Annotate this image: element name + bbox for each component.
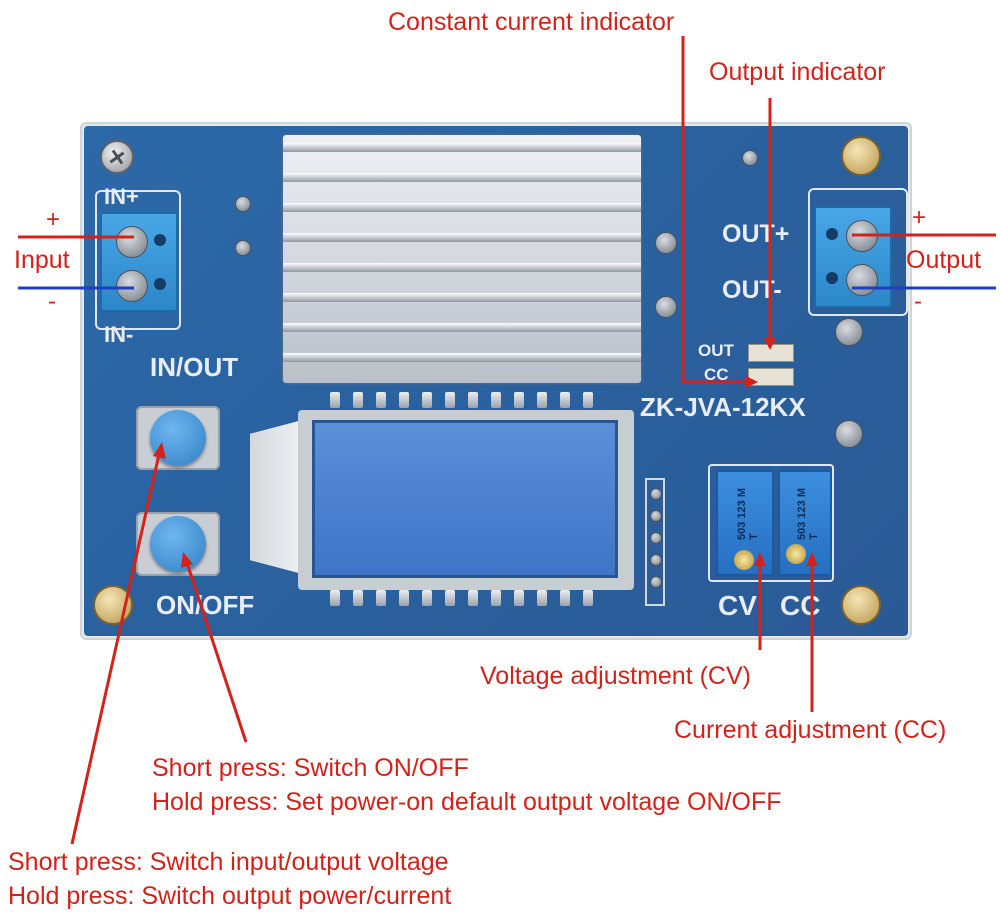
lcd-pin bbox=[399, 392, 409, 408]
input-callout: Input bbox=[14, 246, 70, 274]
adjust-screw-icon bbox=[786, 544, 806, 564]
output-terminal-outline bbox=[808, 188, 908, 316]
output-indicator-callout: Output indicator bbox=[709, 58, 886, 86]
lcd-pin bbox=[537, 590, 547, 606]
lcd-pin bbox=[583, 392, 593, 408]
lcd-display bbox=[312, 420, 618, 578]
lcd-pins-bottom bbox=[330, 590, 610, 608]
lcd-pin bbox=[491, 590, 501, 606]
input-terminal-outline bbox=[95, 190, 181, 330]
current-adjustment-callout: Current adjustment (CC) bbox=[674, 716, 947, 744]
header-pin bbox=[650, 532, 662, 544]
screw-icon bbox=[841, 585, 881, 625]
lcd-pin bbox=[491, 392, 501, 408]
header-pin bbox=[650, 510, 662, 522]
input-terminal-block bbox=[100, 212, 178, 312]
header-pin bbox=[650, 576, 662, 588]
onoff-leader bbox=[184, 559, 248, 743]
lcd-pin bbox=[376, 590, 386, 606]
via-hole bbox=[742, 150, 758, 166]
input-plus-sign: + bbox=[46, 206, 61, 233]
via-hole bbox=[655, 232, 677, 254]
lcd-pin bbox=[560, 392, 570, 408]
output-callout: Output bbox=[906, 246, 982, 274]
pot-outline bbox=[708, 464, 834, 582]
model-label: ZK-JVA-12KX bbox=[640, 392, 806, 422]
lcd-pin bbox=[537, 392, 547, 408]
cv-label: CV bbox=[718, 590, 757, 621]
adjust-screw-icon bbox=[734, 550, 754, 570]
cv-potentiometer[interactable]: 503 123 M T bbox=[716, 470, 774, 576]
heatsink bbox=[283, 135, 641, 383]
lcd-pins-top bbox=[330, 392, 610, 410]
out-led-label: OUT bbox=[698, 341, 734, 360]
via-hole bbox=[235, 240, 251, 256]
cc-potentiometer[interactable]: 503 123 M T bbox=[778, 470, 832, 576]
lcd-pin bbox=[422, 392, 432, 408]
cc-led-label: CC bbox=[704, 365, 729, 384]
inout-hold-press-callout: Hold press: Switch output power/current bbox=[8, 882, 452, 910]
lcd-pin bbox=[353, 590, 363, 606]
via-hole bbox=[235, 196, 251, 212]
screw-icon bbox=[100, 140, 134, 174]
header-pin bbox=[650, 554, 662, 566]
lcd-pin bbox=[445, 392, 455, 408]
lcd-pin bbox=[514, 590, 524, 606]
lcd-pin bbox=[353, 392, 363, 408]
output-terminal-block bbox=[814, 206, 892, 308]
cc-led bbox=[748, 368, 794, 386]
lcd-pin bbox=[330, 392, 340, 408]
out-plus-label: OUT+ bbox=[722, 220, 790, 248]
header-pin bbox=[650, 488, 662, 500]
lcd-pin bbox=[468, 392, 478, 408]
cc-indicator-leader bbox=[681, 36, 752, 384]
lcd-pin bbox=[330, 590, 340, 606]
on-off-button[interactable] bbox=[150, 516, 206, 572]
inout-leader bbox=[70, 449, 162, 845]
screw-icon bbox=[846, 264, 878, 296]
voltage-adjustment-callout: Voltage adjustment (CV) bbox=[480, 662, 751, 690]
via-hole bbox=[835, 318, 863, 346]
constant-current-indicator-callout: Constant current indicator bbox=[388, 8, 675, 36]
in-plus-label: IN+ bbox=[104, 184, 139, 209]
onoff-short-press-callout: Short press: Switch ON/OFF bbox=[152, 754, 469, 782]
via-hole bbox=[835, 420, 863, 448]
onoff-hold-press-callout: Hold press: Set power-on default output … bbox=[152, 788, 782, 816]
inout-short-press-callout: Short press: Switch input/output voltage bbox=[8, 848, 449, 876]
screw-icon bbox=[116, 226, 148, 258]
lcd-pin bbox=[445, 590, 455, 606]
cc-label: CC bbox=[780, 590, 821, 621]
lcd-pin bbox=[376, 392, 386, 408]
lcd-pin bbox=[468, 590, 478, 606]
lcd-pin bbox=[399, 590, 409, 606]
screw-icon bbox=[116, 270, 148, 302]
in-minus-label: IN- bbox=[104, 322, 134, 347]
out-minus-label: OUT- bbox=[722, 276, 782, 304]
screw-icon bbox=[841, 136, 881, 176]
input-minus-sign: - bbox=[48, 288, 56, 315]
output-plus-sign: + bbox=[912, 204, 927, 231]
via-hole bbox=[655, 296, 677, 318]
lcd-pin bbox=[422, 590, 432, 606]
lcd-pin bbox=[560, 590, 570, 606]
lcd-pin bbox=[514, 392, 524, 408]
output-minus-sign: - bbox=[914, 288, 922, 315]
screw-icon bbox=[93, 585, 133, 625]
in-out-label: IN/OUT bbox=[150, 352, 239, 382]
lcd-pin bbox=[583, 590, 593, 606]
